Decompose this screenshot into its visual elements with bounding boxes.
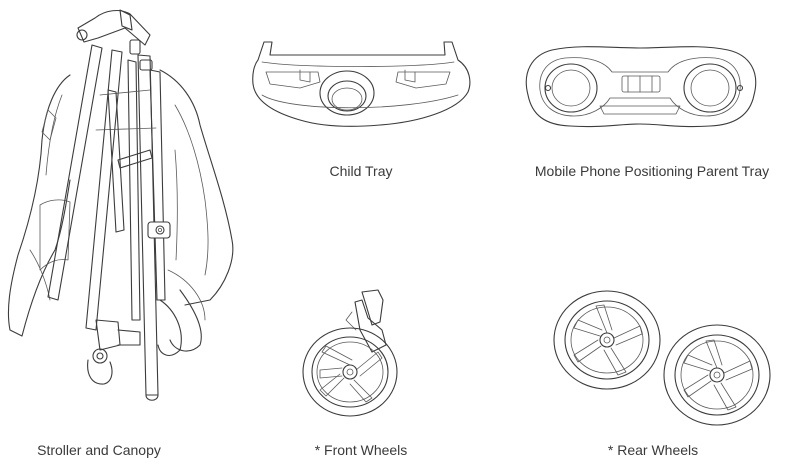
- rear-wheel-icon: [553, 290, 771, 426]
- stroller-label: Stroller and Canopy: [37, 442, 161, 458]
- front-wheel-icon: [302, 289, 398, 417]
- parent-tray-label: Mobile Phone Positioning Parent Tray: [534, 163, 770, 179]
- child-tray-icon: [252, 41, 471, 127]
- front-wheels-label: * Front Wheels: [314, 442, 408, 458]
- folded-stroller-icon: [7, 9, 234, 401]
- child-tray-label: Child Tray: [329, 163, 393, 179]
- rear-wheels-label: * Rear Wheels: [607, 442, 699, 458]
- parent-tray-icon: [525, 46, 757, 128]
